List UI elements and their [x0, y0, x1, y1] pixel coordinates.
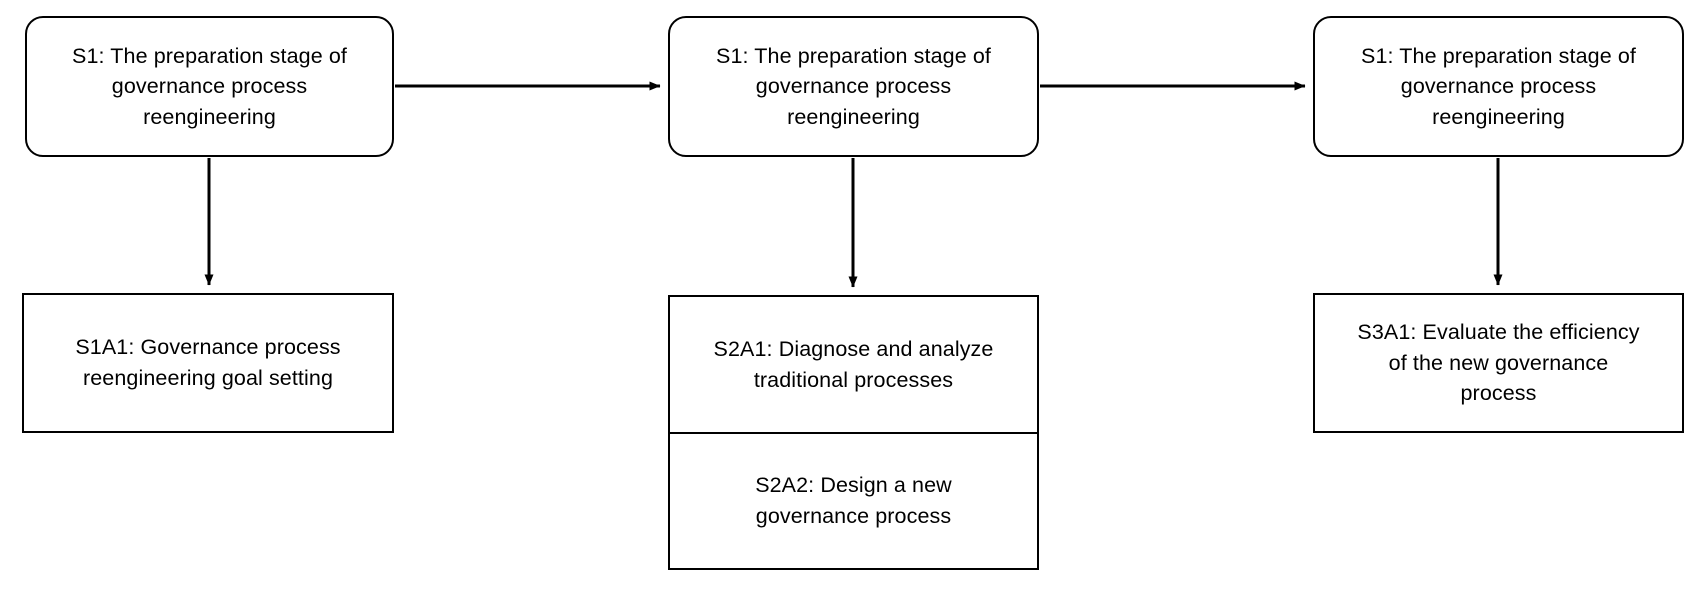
- activity-node-s2a[interactable]: S2A1: Diagnose and analyze traditional p…: [668, 295, 1039, 570]
- activity-cell-s2a1-label: S2A1: Diagnose and analyze traditional p…: [713, 336, 994, 392]
- activity-cell-s2a2-label: S2A2: Design a new governance process: [755, 473, 952, 528]
- activity-cell-s3a1-label: S3A1: Evaluate the efficiency of the new…: [1357, 320, 1640, 406]
- activity-cell-s2a1[interactable]: S2A1: Diagnose and analyze traditional p…: [670, 297, 1037, 432]
- activity-cell-s1a1-label: S1A1: Governance process reengineering g…: [75, 335, 341, 390]
- activity-node-s1a1[interactable]: S1A1: Governance process reengineering g…: [22, 293, 394, 433]
- activity-cell-s1a1[interactable]: S1A1: Governance process reengineering g…: [24, 295, 392, 431]
- stage-node-s1-1[interactable]: S1: The preparation stage of governance …: [25, 16, 394, 157]
- stage-node-s1-2[interactable]: S1: The preparation stage of governance …: [668, 16, 1039, 157]
- activity-node-s3a1[interactable]: S3A1: Evaluate the efficiency of the new…: [1313, 293, 1684, 433]
- stage-node-s1-2-label: S1: The preparation stage of governance …: [716, 43, 991, 129]
- stage-node-s1-3-label: S1: The preparation stage of governance …: [1361, 43, 1636, 129]
- stage-node-s1-1-label: S1: The preparation stage of governance …: [72, 43, 347, 129]
- stage-node-s1-3[interactable]: S1: The preparation stage of governance …: [1313, 16, 1684, 157]
- activity-cell-s3a1[interactable]: S3A1: Evaluate the efficiency of the new…: [1315, 295, 1682, 431]
- activity-cell-s2a2[interactable]: S2A2: Design a new governance process: [670, 432, 1037, 568]
